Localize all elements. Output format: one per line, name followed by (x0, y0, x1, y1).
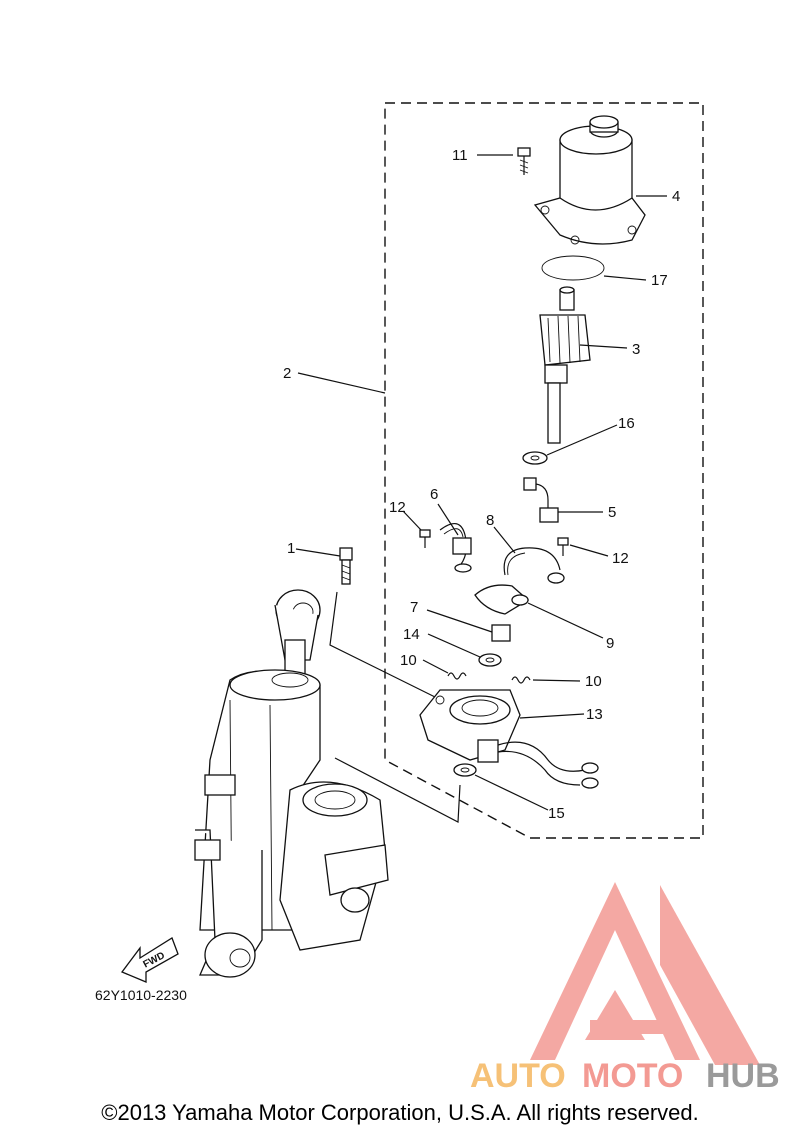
callout-10-right: 10 (585, 673, 602, 690)
callout-3: 3 (632, 341, 640, 358)
diagram-part-code: 62Y1010-2230 (95, 987, 187, 1003)
callout-13: 13 (586, 706, 603, 723)
part-bolt-1 (339, 547, 353, 585)
callout-6: 6 (430, 486, 438, 503)
part-washer-15 (453, 763, 477, 777)
assembly-boundary (384, 102, 704, 839)
callout-16: 16 (618, 415, 635, 432)
copyright-notice: ©2013 Yamaha Motor Corporation, U.S.A. A… (101, 1100, 699, 1125)
part-screw-11 (517, 147, 531, 175)
part-motor-base-13 (419, 689, 599, 789)
callout-9: 9 (606, 635, 614, 652)
callout-17: 17 (651, 272, 668, 289)
part-spring-10-right (511, 676, 531, 684)
callout-2: 2 (283, 365, 291, 382)
part-brush-6 (439, 523, 472, 573)
leader-line-bolt-to-base (329, 591, 436, 698)
part-washer-16 (522, 451, 548, 465)
callout-15: 15 (548, 805, 565, 822)
part-brush-7 (491, 624, 511, 642)
part-armature-3 (539, 286, 591, 444)
part-brush-lead-5 (523, 477, 559, 523)
watermark-logo (530, 882, 760, 1065)
callout-11: 11 (452, 147, 468, 164)
part-brush-holder-8 (503, 547, 565, 584)
callout-5: 5 (608, 504, 616, 521)
part-screw-12-left (419, 529, 431, 548)
fwd-arrow-icon: FWD (120, 937, 179, 983)
callout-10-left: 10 (400, 652, 417, 669)
watermark-text-auto: AUTO (470, 1057, 566, 1095)
callout-14: 14 (403, 626, 420, 643)
leader-line-base-to-cylinder (334, 757, 461, 823)
part-motor-yoke-4 (533, 115, 646, 245)
part-screw-12-right (557, 537, 569, 556)
watermark-text-hub: HUB (706, 1057, 780, 1095)
callout-7: 7 (410, 599, 418, 616)
tilt-cylinder-assembly (194, 589, 389, 978)
callout-8: 8 (486, 512, 494, 529)
watermark-text: AUTO MOTO HUB (470, 1057, 780, 1095)
part-brush-plate-9 (474, 584, 530, 615)
part-bushing-14 (478, 653, 502, 667)
part-o-ring-17 (541, 255, 605, 281)
callout-4: 4 (672, 188, 680, 205)
callout-1: 1 (287, 540, 295, 557)
watermark-text-moto: MOTO (582, 1057, 683, 1095)
callout-leaders (295, 154, 667, 811)
callout-12-right: 12 (612, 550, 629, 567)
callout-12-left: 12 (389, 499, 406, 516)
part-spring-10-left (447, 672, 467, 680)
